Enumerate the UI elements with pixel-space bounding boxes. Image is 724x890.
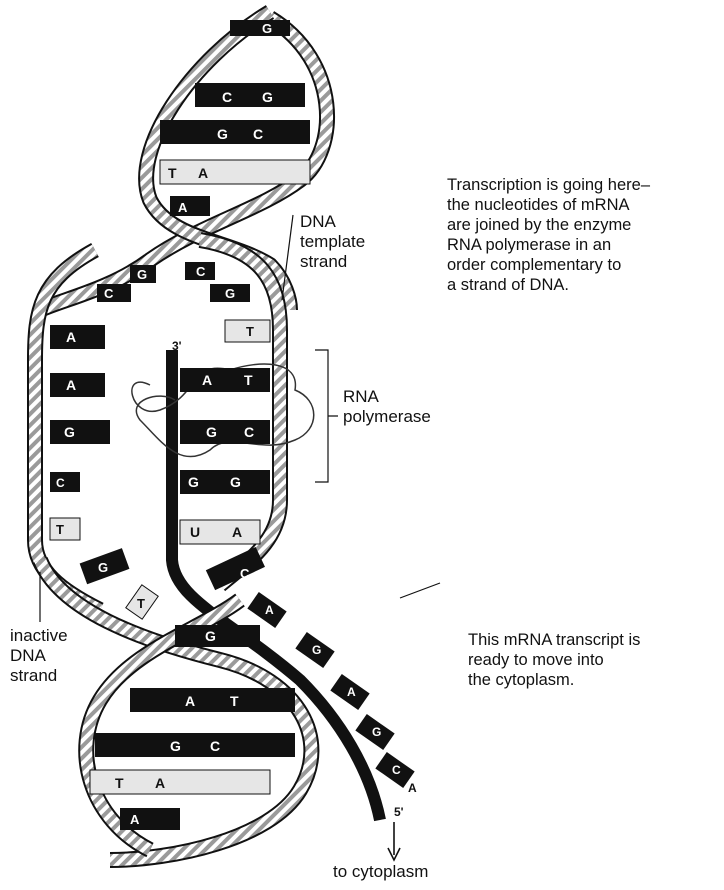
base-label: G [170,738,181,754]
base-label: T [56,522,64,537]
base-label: A [66,377,76,393]
base-label: A [185,693,195,709]
base-label: G [225,286,235,301]
dna-template-strand-label: DNA template strand [300,212,365,272]
transcription-note: Transcription is going here– the nucleot… [447,175,650,295]
base-label: G [137,267,147,282]
base-label: T [168,165,177,181]
transcription-note-line: the nucleotides of mRNA [447,195,650,215]
base-block [206,547,265,590]
transcription-note-line: Transcription is going here– [447,175,650,195]
base-block [50,325,105,349]
base-label: C [56,476,65,490]
transcript-leader [400,583,440,598]
base-label: A [130,812,140,827]
top-basepair-bar [160,160,310,184]
transcription-note-line: are joined by the enzyme [447,215,650,235]
base-label: C [253,126,263,142]
transcript-note-line: This mRNA transcript is [468,630,640,650]
bottom-basepair-bar [120,808,180,830]
top-basepair-bar [230,20,290,36]
base-label: C [240,566,250,581]
transcript-note-line: the cytoplasm. [468,670,640,690]
transcription-note-line: order complementary to [447,255,650,275]
top-basepair-bar [170,196,210,216]
base-label: C [104,286,114,301]
three-prime-label: 3' [172,339,182,353]
base-block [180,368,270,392]
base-label: C [222,89,232,105]
top-basepair-bar [160,120,310,144]
bottom-basepair-bar [130,688,295,712]
transcript-note: This mRNA transcript is ready to move in… [468,630,640,690]
transcript-note-line: ready to move into [468,650,640,670]
base-block [50,420,110,444]
base-label: G [64,424,75,440]
base-label: T [230,693,239,709]
bottom-basepair-bar [95,733,295,757]
base-label: A [155,775,165,791]
bottom-basepair-bar [175,625,260,647]
base-label: T [115,775,124,791]
base-label: G [262,21,272,36]
base-label: G [230,474,241,490]
base-label: A [198,165,208,181]
base-label: C [210,738,220,754]
inactive-dna-strand-label: inactive DNA strand [10,626,68,686]
base-label: A [408,781,417,795]
base-label: G [206,424,217,440]
base-label: G [372,725,381,739]
base-label: C [196,264,206,279]
transcription-note-line: RNA polymerase in an [447,235,650,255]
base-label: A [265,603,274,617]
inactive-strand-bases [50,325,129,584]
base-label: G [205,628,216,644]
to-cytoplasm-label: to cytoplasm [333,862,428,882]
base-label: A [202,372,212,388]
base-block [97,284,131,302]
base-label: G [188,474,199,490]
base-label: A [66,329,76,345]
base-label: C [244,424,254,440]
base-label: C [392,763,401,777]
template-basepairs [180,320,270,590]
base-label: T [246,324,254,339]
rna-polymerase-label: RNA polymerase [343,387,431,427]
polymerase-bracket [315,350,338,482]
base-block [180,420,270,444]
base-label: G [217,126,228,142]
base-label: A [232,524,242,540]
base-label: G [98,560,108,575]
base-label: A [178,200,188,215]
base-label: G [312,643,321,657]
top-basepair-bar [195,83,305,107]
five-prime-label: 5' [394,805,404,819]
base-label: G [262,89,273,105]
base-block [50,373,105,397]
base-block [50,518,80,540]
transcription-note-line: a strand of DNA. [447,275,650,295]
base-label: U [190,524,200,540]
base-label: A [347,685,356,699]
free-nucleotide-label: T [137,596,145,611]
base-block [50,472,80,492]
base-label: T [244,372,253,388]
